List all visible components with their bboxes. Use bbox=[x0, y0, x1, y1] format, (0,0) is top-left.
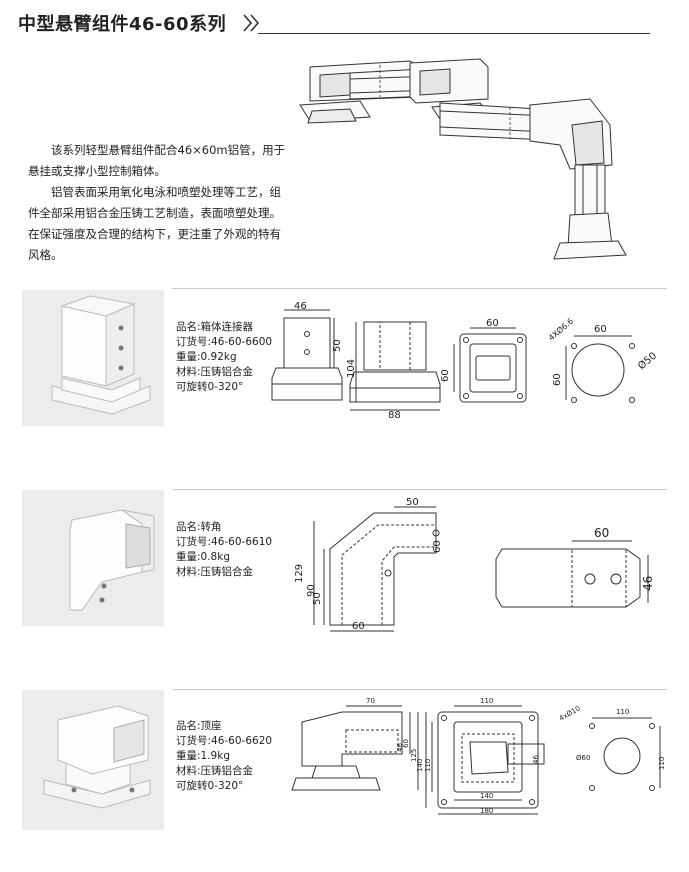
box-connector-photo bbox=[51, 295, 151, 415]
order-number: 订货号:46-60-6600 bbox=[176, 336, 273, 348]
dimension-label: Ø60 bbox=[576, 754, 590, 762]
dimension-label: 60 bbox=[432, 540, 443, 553]
dimension-label: 110 bbox=[424, 759, 432, 772]
dimension-label: 50 bbox=[332, 339, 343, 352]
dimension-label: 4xØ10 bbox=[558, 704, 582, 722]
product-spec-1: 品名:箱体连接器 订货号:46-60-6600 重量:0.92kg 材料:压铸铝… bbox=[176, 320, 272, 395]
dimension-label: 46 bbox=[641, 576, 655, 591]
top-mount-photo bbox=[43, 705, 151, 809]
dimension-label: 46 bbox=[532, 755, 540, 764]
dimension-label: 50 bbox=[406, 497, 419, 508]
dimension-label: 88 bbox=[388, 410, 401, 420]
dimension-label: 110 bbox=[480, 697, 493, 705]
dimension-label: 125 bbox=[410, 749, 418, 762]
corner-photo bbox=[69, 509, 155, 611]
material: 材料:压铸铝合金 bbox=[176, 566, 254, 578]
dimension-label: 60 bbox=[402, 739, 410, 748]
intro-paragraph-1: 该系列轻型悬臂组件配合46×60m铝管，用于悬挂或支撑小型控制箱体。 bbox=[28, 143, 286, 178]
rotation-range: 可旋转0-320° bbox=[176, 780, 244, 792]
section-separator bbox=[172, 288, 667, 289]
weight: 重量:0.92kg bbox=[176, 351, 237, 363]
box-connector-drawings: 46 50 104 88 60 60 4XØ6.6 60 60 Ø50 bbox=[271, 301, 660, 420]
order-number: 订货号:46-60-6610 bbox=[176, 536, 273, 548]
weight: 重量:1.9kg bbox=[176, 750, 230, 762]
dimension-label: 60 bbox=[352, 621, 365, 632]
dimension-label: 110 bbox=[658, 757, 666, 770]
dimension-label: 110 bbox=[616, 708, 629, 716]
dimension-label: 50 bbox=[312, 592, 323, 605]
dimension-label: 60 bbox=[440, 369, 451, 382]
product-photo bbox=[22, 290, 164, 426]
title-rule bbox=[258, 33, 650, 34]
product-spec-2: 品名:转角 订货号:46-60-6610 重量:0.8kg 材料:压铸铝合金 bbox=[176, 520, 272, 580]
intro-text: 该系列轻型悬臂组件配合46×60m铝管，用于悬挂或支撑小型控制箱体。 铝管表面采… bbox=[28, 140, 290, 266]
weight: 重量:0.8kg bbox=[176, 551, 230, 563]
product-photo bbox=[22, 690, 164, 830]
product-photo bbox=[22, 490, 164, 626]
dimension-label: 140 bbox=[480, 792, 493, 800]
dimension-label: 60 bbox=[594, 526, 609, 540]
dimension-label: 60 bbox=[552, 373, 563, 386]
material: 材料:压铸铝合金 bbox=[176, 765, 254, 777]
double-chevron-icon bbox=[243, 14, 260, 32]
corner-drawings: 50 60 129 90 50 60 60 46 bbox=[294, 497, 655, 632]
section-separator bbox=[172, 689, 667, 690]
product-name: 品名:顶座 bbox=[176, 720, 222, 732]
material: 材料:压铸铝合金 bbox=[176, 366, 254, 378]
intro-paragraph-2: 铝管表面采用氧化电泳和喷塑处理等工艺，组件全部采用铝合金压铸工艺制造，表面喷塑处… bbox=[28, 185, 281, 262]
page-title: 中型悬臂组件46-60系列 bbox=[18, 14, 227, 35]
rotation-range: 可旋转0-320° bbox=[176, 381, 244, 393]
dimension-label: 4XØ6.6 bbox=[546, 316, 575, 343]
dimension-label: 46 bbox=[294, 301, 307, 312]
cantilever-assembly-drawing bbox=[299, 58, 627, 260]
order-number: 订货号:46-60-6620 bbox=[176, 735, 273, 747]
section-separator bbox=[172, 489, 667, 490]
dimension-label: 129 bbox=[294, 564, 305, 583]
product-name: 品名:箱体连接器 bbox=[176, 321, 254, 333]
dimension-label: 90 bbox=[306, 584, 317, 597]
top-mount-drawings: 70 60 46 125 110 140 110 140 180 46 110 … bbox=[291, 697, 666, 815]
dimension-label: 60 bbox=[486, 318, 499, 329]
dimension-label: 140 bbox=[416, 759, 424, 772]
dimension-label: 46 bbox=[396, 743, 404, 752]
product-spec-3: 品名:顶座 订货号:46-60-6620 重量:1.9kg 材料:压铸铝合金 可… bbox=[176, 719, 272, 794]
product-name: 品名:转角 bbox=[176, 521, 222, 533]
dimension-label: 104 bbox=[346, 359, 357, 378]
dimension-label: 180 bbox=[480, 807, 493, 815]
dimension-label: Ø50 bbox=[636, 350, 660, 372]
dimension-label: 70 bbox=[366, 697, 375, 705]
dimension-label: 60 bbox=[594, 324, 607, 335]
